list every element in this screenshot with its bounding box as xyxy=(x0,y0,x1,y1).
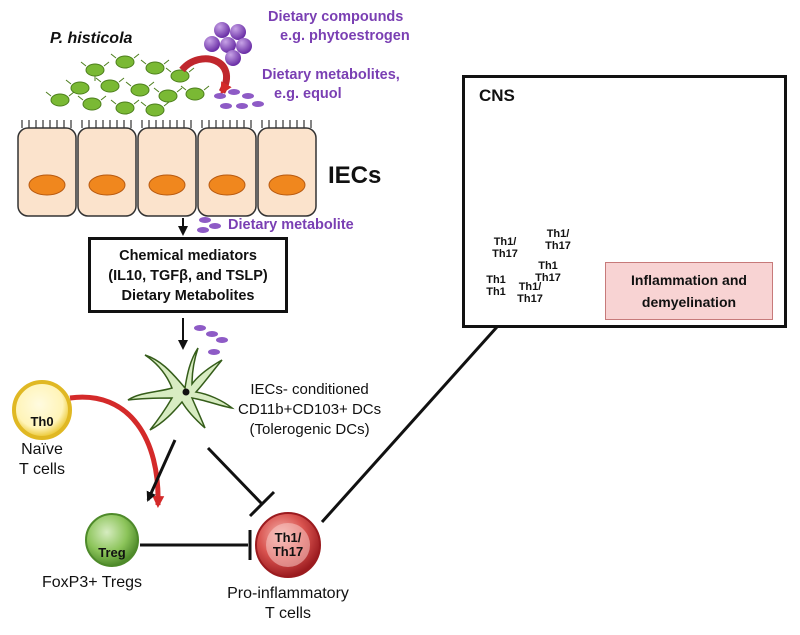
cluster-cell-2-label: Th1/ Th17 xyxy=(540,228,576,252)
dendritic-cell-icon xyxy=(127,347,235,431)
iecs-label: IECs xyxy=(328,162,382,189)
foxp3-label: FoxP3+ Tregs xyxy=(42,574,143,591)
th1-th17-inner xyxy=(266,523,310,567)
mediators-line1: Chemical mediators xyxy=(119,248,257,264)
cluster-cell-1-label: Th1/ Th17 xyxy=(487,236,523,260)
mediators-line2: (IL10, TGFβ, and TSLP) xyxy=(108,268,268,284)
epithelium xyxy=(17,127,317,217)
inhibit-dc-bar xyxy=(248,490,276,518)
naive-line2: T cells xyxy=(19,461,65,478)
arrow-th0-to-treg xyxy=(69,394,165,508)
naive-label: Naïve T cells xyxy=(10,440,74,480)
cluster-cell-4-label: Th1 Th17 xyxy=(530,260,566,284)
th1-th17-label: Th1/ Th17 xyxy=(266,531,310,559)
inflammation-line2: demyelination xyxy=(641,294,737,310)
dietary-compound-icon xyxy=(204,22,252,66)
proinflammatory-label: Pro-inflammatory T cells xyxy=(186,584,390,624)
conversion-arrow xyxy=(179,55,232,95)
bacteria-spikes xyxy=(45,53,210,107)
th0-cell xyxy=(12,380,72,440)
cluster-cell-3-label: Th1 Th1 xyxy=(478,274,514,298)
dietary-metabolites-line1: Dietary metabolites, xyxy=(262,67,400,83)
naive-line1: Naïve xyxy=(21,441,63,458)
cluster-cell-1-line2: Th17 xyxy=(492,248,518,260)
inflammation-line1: Inflammation and xyxy=(631,272,747,288)
proinflammatory-line1: Pro-inflammatory xyxy=(227,585,349,602)
cluster-cell-3-line2: Th1 xyxy=(486,286,506,298)
organism-label: P. histicola xyxy=(50,30,133,47)
metabolite-dash-dc xyxy=(194,325,228,355)
dc-label-line1: IECs- conditioned xyxy=(250,381,369,398)
cluster-cell-4-line2: Th17 xyxy=(535,272,561,284)
bacteria-cluster xyxy=(50,55,205,117)
cns-label: CNS xyxy=(479,86,515,105)
cluster-cell-5-label: Th1/ Th17 xyxy=(512,281,548,305)
treg-label: Treg xyxy=(98,545,126,560)
dietary-metabolite-icon xyxy=(214,89,264,109)
dietary-compounds-line1: Dietary compounds xyxy=(268,9,404,25)
dc-label-line3: (Tolerogenic DCs) xyxy=(249,421,370,438)
cluster-cell-3-line1: Th1 xyxy=(486,274,506,286)
mediators-line3: Dietary Metabolites xyxy=(121,288,255,304)
dc-label: IECs- conditioned CD11b+CD103+ DCs (Tole… xyxy=(238,380,381,440)
microvilli xyxy=(21,120,312,128)
cluster-cell-4-line1: Th1 xyxy=(538,260,558,272)
dietary-metabolites-line2: e.g. equol xyxy=(274,86,342,102)
th1-th17-line1: Th1/ xyxy=(274,530,302,545)
cluster-cell-5-line2: Th17 xyxy=(517,293,543,305)
cluster-cell-2-line2: Th17 xyxy=(545,240,571,252)
inflammation-box: Inflammation and demyelination xyxy=(605,262,773,320)
dietary-compounds-label: Dietary compounds e.g. phytoestrogen xyxy=(268,8,410,46)
th1-th17-line2: Th17 xyxy=(272,544,304,559)
treg-cell xyxy=(85,513,139,567)
chemical-mediators-box: Chemical mediators (IL10, TGFβ, and TSLP… xyxy=(88,237,288,313)
cluster-cell-5-line1: Th1/ xyxy=(518,281,542,293)
th0-label: Th0 xyxy=(30,414,54,429)
inhibit-dc-to-th xyxy=(206,446,264,506)
dietary-metabolite-label: Dietary metabolite xyxy=(228,217,354,233)
cluster-cell-1-line1: Th1/ xyxy=(493,236,517,248)
arrow-th-to-cns xyxy=(320,316,507,524)
metabolite-dash-small xyxy=(197,217,221,233)
dietary-compounds-line2: e.g. phytoestrogen xyxy=(280,28,410,44)
dietary-metabolites-label: Dietary metabolites, e.g. equol xyxy=(262,66,400,104)
iec-nuclei xyxy=(28,174,306,196)
arrow-dc-to-treg xyxy=(146,439,177,502)
dc-label-line2: CD11b+CD103+ DCs xyxy=(238,401,382,418)
cluster-cell-2-line1: Th1/ xyxy=(546,228,570,240)
proinflammatory-line2: T cells xyxy=(265,605,311,622)
